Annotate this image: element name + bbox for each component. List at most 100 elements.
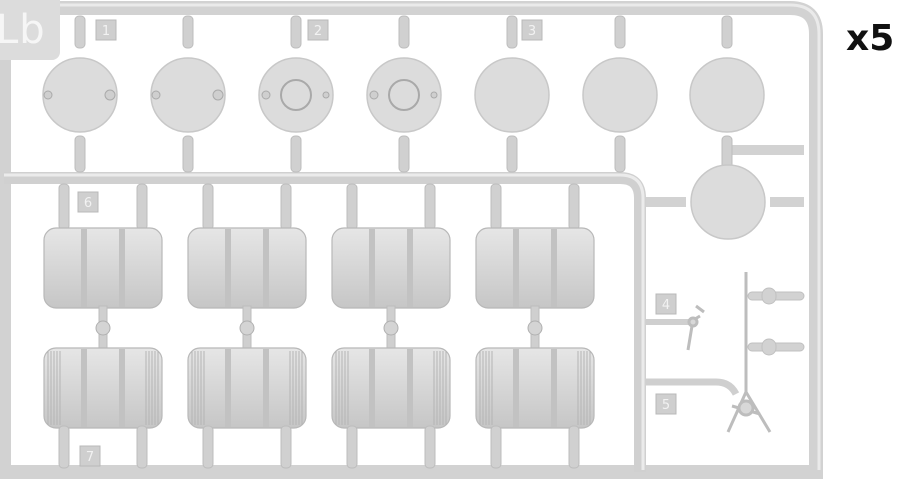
lid-pin: [322, 91, 330, 99]
part-number-tab: [655, 393, 677, 415]
drum-lid-disc: [42, 57, 118, 133]
lid-pin: [261, 90, 271, 100]
drum-connector-knob: [95, 320, 111, 336]
drum-shell: [187, 347, 307, 429]
drum-shell: [331, 227, 451, 309]
drum-gate: [136, 183, 148, 231]
drum-connector-knob: [527, 320, 543, 336]
part-number-tab: [79, 445, 101, 467]
disc-gate-top: [721, 15, 733, 49]
drum-hoop: [369, 229, 375, 307]
drum-hoop: [551, 229, 557, 307]
drum-body: [43, 347, 163, 429]
drum-gate: [568, 183, 580, 231]
lid-pin: [430, 91, 438, 99]
quantity-label: x5: [846, 18, 895, 59]
drum-hoop: [263, 229, 269, 307]
drum-lid-disc: [474, 57, 550, 133]
drum-shell: [331, 347, 451, 429]
part-number-tab: [77, 191, 99, 213]
drum-gate: [424, 425, 436, 469]
drum-shell: [43, 227, 163, 309]
disc-gate-top: [398, 15, 410, 49]
disc-gate-bottom: [614, 135, 626, 173]
drum-lid-disc: [150, 57, 226, 133]
drum-body: [187, 347, 307, 429]
drum-body: [187, 227, 307, 309]
drum-gate: [346, 183, 358, 231]
part-number-7: 7: [86, 450, 94, 465]
drum-hoop: [369, 349, 375, 427]
drum-gate: [568, 425, 580, 469]
right-stubs: [747, 287, 805, 356]
drum-body: [43, 227, 163, 309]
drum-lid-disc: [689, 57, 765, 133]
lid-pin: [104, 89, 116, 101]
disc-gate-bottom: [182, 135, 194, 173]
part-number-tab: [95, 19, 117, 41]
drum-hoop: [551, 349, 557, 427]
drum-body: [475, 227, 595, 309]
drum-shell: [475, 227, 595, 309]
drum-hoop: [513, 349, 519, 427]
drum-hoop: [225, 229, 231, 307]
outer-runner: [0, 1, 823, 479]
drum-body: [331, 227, 451, 309]
disc-gate-bottom: [398, 135, 410, 173]
part-number-5: 5: [662, 398, 670, 413]
drum-gate: [346, 425, 358, 469]
drum-body: [475, 347, 595, 429]
lid-pin: [212, 89, 224, 101]
drum-lid-disc: [366, 57, 442, 133]
drum-hoop: [225, 349, 231, 427]
drum-hoop: [119, 349, 125, 427]
drum-gate: [490, 183, 502, 231]
drum-gate: [136, 425, 148, 469]
drum-gate: [58, 425, 70, 469]
part-4-handle: [686, 304, 705, 351]
drum-hoop: [81, 229, 87, 307]
drum-gate: [202, 425, 214, 469]
drum-shell: [43, 347, 163, 429]
disc-gate-top: [182, 15, 194, 49]
drum-hoop: [81, 349, 87, 427]
drum-lid-disc: [690, 164, 766, 240]
disc-gate-top: [290, 15, 302, 49]
drum-lid-disc: [582, 57, 658, 133]
drum-gate: [280, 183, 292, 231]
part-5-valve: [726, 272, 772, 433]
drum-shell: [187, 227, 307, 309]
lid-ring: [280, 79, 312, 111]
drum-connector-knob: [383, 320, 399, 336]
drum-shell: [475, 347, 595, 429]
lid-pin: [151, 90, 161, 100]
drum-connector-knob: [239, 320, 255, 336]
part-number-tab: [521, 19, 543, 41]
drum-gate: [202, 183, 214, 231]
part-number-tab: [307, 19, 329, 41]
part-number-4: 4: [662, 298, 670, 313]
drum-hoop: [263, 349, 269, 427]
drum-hoop: [407, 349, 413, 427]
lid-ring: [388, 79, 420, 111]
drum-hoop: [119, 229, 125, 307]
disc-gate-top: [506, 15, 518, 49]
lid-pin: [43, 90, 53, 100]
drum-body: [331, 347, 451, 429]
part-number-6: 6: [84, 196, 92, 211]
disc-gate-bottom: [506, 135, 518, 173]
drum-gate: [424, 183, 436, 231]
drum-lid-disc: [258, 57, 334, 133]
part-number-1: 1: [102, 24, 110, 39]
drum-hoop: [407, 229, 413, 307]
part-number-2: 2: [314, 24, 322, 39]
drum-gate: [490, 425, 502, 469]
disc-gate-bottom: [290, 135, 302, 173]
part-number-3: 3: [528, 24, 536, 39]
part-number-tab: [655, 293, 677, 315]
lid-pin: [369, 90, 379, 100]
sprue-label: Lb: [0, 0, 60, 60]
part-5-spout: [646, 378, 740, 396]
